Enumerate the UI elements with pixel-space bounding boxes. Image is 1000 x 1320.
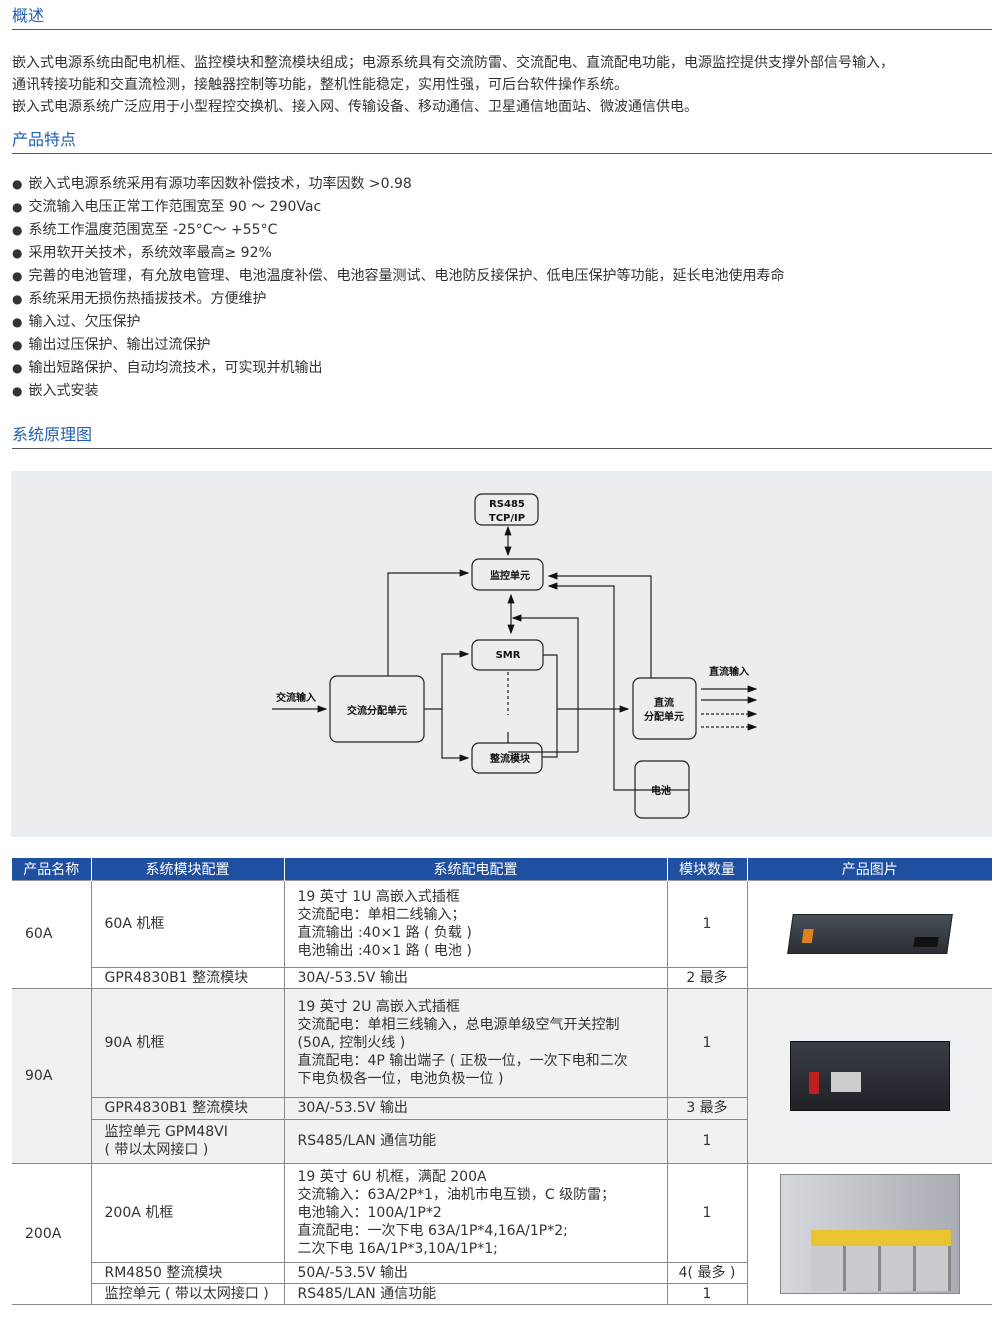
monitor-label: 监控单元 (490, 569, 530, 582)
feature-item: 完善的电池管理，有允放电管理、电池温度补偿、电池容量测试、电池防反接保护、低电压… (12, 265, 784, 288)
config-cell: 19 英寸 2U 高嵌入式插框交流配电：单相三线输入，总电源单级空气开关控制(5… (283, 987, 668, 1098)
product-image-90a (746, 987, 992, 1164)
dc-dist-label-2: 分配单元 (644, 710, 684, 723)
module-cell: 200A 机框 (90, 1162, 285, 1263)
overview-line: 通讯转接功能和交直流检测，接触器控制等功能，整机性能稳定，实用性强，可后台软件操… (12, 77, 628, 93)
qty-cell: 1 (666, 1282, 748, 1305)
section-overview-title: 概述 (12, 6, 992, 30)
qty-cell: 1 (666, 1118, 748, 1164)
rs485-box (474, 493, 539, 526)
product-name: 60A (12, 879, 92, 989)
product-table: 产品名称 系统模块配置 系统配电配置 模块数量 产品图片 60A 60A 机框 … (12, 858, 992, 1305)
module-cell: 90A 机框 (90, 987, 285, 1098)
module-cell: GPR4830B1 整流模块 (90, 966, 285, 989)
dc-dist-label: 直流 (654, 696, 674, 709)
feature-item: 嵌入式安装 (12, 380, 784, 403)
battery-label: 电池 (651, 784, 671, 797)
header-cell: 系统配电配置 (283, 858, 667, 880)
ac-dist-label: 交流分配单元 (347, 704, 407, 717)
feature-item: 系统采用无损伤热插拔技术。方便维护 (12, 288, 784, 311)
feature-item: 嵌入式电源系统采用有源功率因数补偿技术，功率因数 >0.98 (12, 173, 784, 196)
table-row: 监控单元 GPM48VI( 带以太网接口 ) RS485/LAN 通信功能 1 (12, 1118, 992, 1164)
monitor-box (471, 558, 544, 591)
config-cell: RS485/LAN 通信功能 (283, 1282, 668, 1305)
section-features-title: 产品特点 (12, 130, 992, 154)
qty-cell: 4( 最多 ) (666, 1261, 748, 1284)
feature-item: 系统工作温度范围宽至 -25°C～ +55°C (12, 219, 784, 242)
module-cell: 监控单元 GPM48VI( 带以太网接口 ) (90, 1118, 285, 1164)
config-cell: 19 英寸 1U 高嵌入式插框交流配电：单相二线输入；直流输出 :40×1 路 … (283, 879, 668, 968)
header-cell: 模块数量 (666, 858, 747, 880)
tcpip-label: TCP/IP (489, 513, 525, 524)
rectifier-label: 整流模块 (489, 752, 531, 765)
product-name: 200A (12, 1162, 92, 1305)
table-row: RM4850 整流模块 50A/-53.5V 输出 4( 最多 ) (12, 1261, 992, 1284)
table-header-row: 产品名称 系统模块配置 系统配电配置 模块数量 产品图片 (12, 858, 992, 880)
config-cell: 50A/-53.5V 输出 (283, 1261, 668, 1284)
config-cell: 30A/-53.5V 输出 (283, 1096, 668, 1120)
qty-cell: 3 最多 (666, 1096, 748, 1120)
product-image-200a (746, 1162, 992, 1305)
table-row: 90A 90A 机框 19 英寸 2U 高嵌入式插框交流配电：单相三线输入，总电… (12, 987, 992, 1164)
ac-input-label: 交流输入 (276, 691, 316, 704)
module-cell: 60A 机框 (90, 879, 285, 968)
table-row: GPR4830B1 整流模块 30A/-53.5V 输出 3 最多 (12, 1096, 992, 1120)
header-cell: 产品图片 (746, 858, 992, 880)
rectifier-box (471, 742, 543, 774)
feature-item: 交流输入电压正常工作范围宽至 90 ～ 290Vac (12, 196, 784, 219)
feature-item: 输出过压保护、输出过流保护 (12, 334, 784, 357)
section-diagram-title: 系统原理图 (12, 425, 992, 449)
module-cell: 监控单元 ( 带以太网接口 ) (90, 1282, 285, 1305)
product-name: 90A (12, 987, 92, 1164)
feature-item: 输出短路保护、自动均流技术，可实现并机输出 (12, 357, 784, 380)
header-cell: 产品名称 (12, 858, 91, 880)
overview-line: 嵌入式电源系统由配电机框、监控模块和整流模块组成；电源系统具有交流防雷、交流配电… (12, 55, 894, 71)
table-row: GPR4830B1 整流模块 30A/-53.5V 输出 2 最多 (12, 966, 992, 989)
product-image-60a (746, 879, 992, 989)
rs485-label: RS485 (489, 499, 525, 510)
overview-text: 嵌入式电源系统由配电机框、监控模块和整流模块组成；电源系统具有交流防雷、交流配电… (12, 52, 997, 118)
config-cell: 30A/-53.5V 输出 (283, 966, 668, 989)
qty-cell: 1 (666, 879, 748, 968)
system-diagram: RS485 TCP/IP 监控单元 SMR 整流模块 交流分配单元 交流输入 直… (11, 471, 992, 837)
header-cell: 系统模块配置 (90, 858, 284, 880)
feature-list: 嵌入式电源系统采用有源功率因数补偿技术，功率因数 >0.98 交流输入电压正常工… (12, 173, 784, 403)
config-cell: RS485/LAN 通信功能 (283, 1118, 668, 1164)
feature-item: 采用软开关技术，系统效率最高≥ 92% (12, 242, 784, 265)
module-cell: GPR4830B1 整流模块 (90, 1096, 285, 1120)
qty-cell: 2 最多 (666, 966, 748, 989)
smr-label: SMR (496, 650, 521, 661)
qty-cell: 1 (666, 1162, 748, 1263)
dc-input-label: 直流输入 (709, 665, 749, 678)
qty-cell: 1 (666, 987, 748, 1098)
overview-line: 嵌入式电源系统广泛应用于小型程控交换机、接入网、传输设备、移动通信、卫星通信地面… (12, 99, 698, 115)
feature-item: 输入过、欠压保护 (12, 311, 784, 334)
module-cell: RM4850 整流模块 (90, 1261, 285, 1284)
table-row: 监控单元 ( 带以太网接口 ) RS485/LAN 通信功能 1 (12, 1282, 992, 1305)
table-row: 60A 60A 机框 19 英寸 1U 高嵌入式插框交流配电：单相二线输入；直流… (12, 879, 992, 989)
